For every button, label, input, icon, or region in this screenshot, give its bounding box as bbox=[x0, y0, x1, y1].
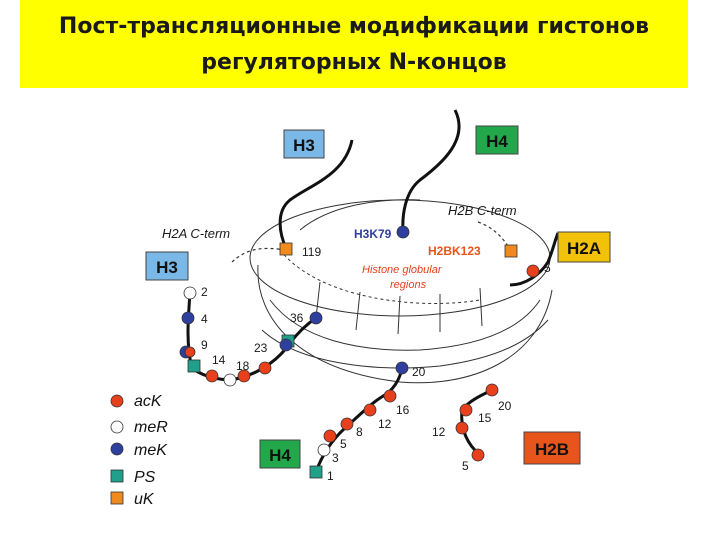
legend-uk-label: uK bbox=[134, 491, 155, 508]
dna-wrap-1 bbox=[269, 299, 541, 351]
num-23: 23 bbox=[254, 341, 268, 355]
box-h3-top-label: H3 bbox=[293, 136, 315, 155]
title-line-1: Пост-трансляционные модификации гистонов bbox=[58, 14, 650, 39]
num-4: 4 bbox=[201, 312, 208, 326]
num-5-bottom: 5 bbox=[462, 459, 469, 473]
num-2: 2 bbox=[201, 285, 208, 299]
box-h4-top-label: H4 bbox=[486, 132, 508, 151]
num-3: 3 bbox=[332, 451, 339, 465]
num-14: 14 bbox=[212, 353, 226, 367]
box-h3-left-label: H3 bbox=[156, 258, 178, 277]
ack-h3-14 bbox=[205, 369, 219, 383]
num-5-h2a: 5 bbox=[544, 261, 551, 275]
uk-h2a-119 bbox=[279, 242, 293, 256]
dna-wrap-inner bbox=[279, 249, 481, 304]
ack-h2b-15 bbox=[459, 403, 473, 417]
num-1: 1 bbox=[327, 469, 334, 483]
num-12-right: 12 bbox=[432, 425, 446, 439]
mek-h3-27 bbox=[279, 338, 293, 352]
num-9: 9 bbox=[201, 338, 208, 352]
ack-h4-16 bbox=[383, 389, 397, 403]
ack-h2b-5 bbox=[471, 448, 485, 462]
legend-mek-label: meK bbox=[134, 442, 168, 459]
mek-h3-4 bbox=[181, 311, 195, 325]
h3k79-label: H3K79 bbox=[354, 227, 392, 241]
legend-ps-label: PS bbox=[134, 469, 156, 486]
box-h2b: H2B bbox=[523, 431, 581, 465]
legend-ack-swatch bbox=[110, 394, 124, 408]
box-h2a-label: H2A bbox=[567, 239, 601, 258]
num-5-left: 5 bbox=[340, 437, 347, 451]
ack-h4-12 bbox=[363, 403, 377, 417]
legend-ps-swatch bbox=[110, 469, 124, 483]
globular-label-1: Histone globular bbox=[362, 264, 443, 276]
cterm-dotted bbox=[231, 221, 511, 263]
uk-h2b-123 bbox=[504, 244, 518, 258]
ack-h2a-5 bbox=[526, 264, 540, 278]
legend-mer-swatch bbox=[110, 420, 124, 434]
ack-h2b-12 bbox=[455, 421, 469, 435]
box-h2a: H2A bbox=[557, 231, 611, 263]
ps-h3-10 bbox=[187, 359, 201, 373]
h4-top-tail bbox=[401, 109, 461, 233]
legend-ack-label: acK bbox=[134, 393, 163, 410]
ack-h3-18 bbox=[237, 369, 251, 383]
modification-markers bbox=[179, 225, 540, 479]
num-18: 18 bbox=[236, 359, 250, 373]
mek-h4-20 bbox=[395, 361, 409, 375]
core-stripes bbox=[315, 281, 483, 335]
dna-wrap-2 bbox=[261, 319, 549, 369]
num-20-right: 20 bbox=[498, 399, 512, 413]
h3-left-tail bbox=[186, 292, 317, 382]
ack-h4-8 bbox=[340, 417, 354, 431]
h2bk123-label: H2BK123 bbox=[428, 244, 481, 258]
mek-h3k79 bbox=[396, 225, 410, 239]
ps-h4-1 bbox=[309, 465, 323, 479]
title-banner: Пост-трансляционные модификации гистонов… bbox=[20, 0, 688, 88]
box-h3-left: H3 bbox=[145, 251, 189, 281]
num-20-mid: 20 bbox=[412, 365, 426, 379]
box-h4-bottom: H4 bbox=[259, 439, 301, 469]
legend-mek-swatch bbox=[110, 442, 124, 456]
ack-h3-9 bbox=[184, 346, 196, 358]
num-8: 8 bbox=[356, 425, 363, 439]
nucleosome-core bbox=[249, 199, 553, 384]
ack-h2b-20 bbox=[485, 383, 499, 397]
box-h4-bottom-label: H4 bbox=[269, 446, 291, 465]
core-bottom-curve bbox=[257, 264, 553, 384]
title-line-2: регуляторных N-концов bbox=[201, 50, 507, 75]
globular-label-2: regions bbox=[390, 279, 427, 291]
legend-mer-label: meR bbox=[134, 419, 168, 436]
num-12-left: 12 bbox=[378, 417, 392, 431]
h2a-tail bbox=[509, 232, 560, 287]
box-h3-top: H3 bbox=[283, 129, 325, 159]
mer-h3-17 bbox=[223, 373, 237, 387]
ack-h3-23 bbox=[258, 361, 272, 375]
h2b-cterm-label: H2B C-term bbox=[448, 203, 517, 218]
num-16: 16 bbox=[396, 403, 410, 417]
num-15: 15 bbox=[478, 411, 492, 425]
legend-uk-swatch bbox=[110, 491, 124, 505]
mek-h3-36 bbox=[309, 311, 323, 325]
ack-h4-5 bbox=[323, 429, 337, 443]
h3-top-tail bbox=[278, 139, 354, 249]
mer-h3-2 bbox=[183, 286, 197, 300]
num-119: 119 bbox=[302, 245, 321, 259]
h2a-cterm-label: H2A C-term bbox=[162, 226, 230, 241]
legend: acK meR meK PS uK bbox=[110, 393, 168, 508]
histone-tails bbox=[186, 109, 560, 473]
box-h2b-label: H2B bbox=[535, 440, 569, 459]
mer-h4-3 bbox=[317, 443, 331, 457]
num-36: 36 bbox=[290, 311, 304, 325]
h2a-cterm-path bbox=[231, 247, 287, 263]
h2b-cterm-path bbox=[477, 221, 511, 251]
residue-numbers: 119 36 23 2 4 9 14 18 20 16 12 8 5 3 1 2… bbox=[201, 245, 551, 483]
box-h4-top: H4 bbox=[475, 125, 519, 155]
